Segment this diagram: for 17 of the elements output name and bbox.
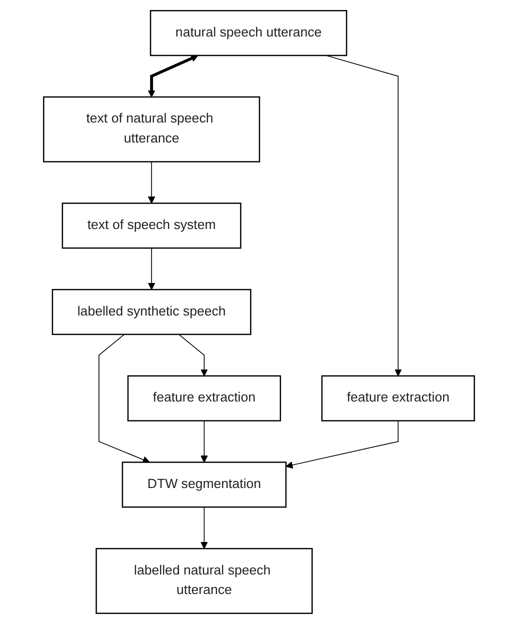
arrow (286, 420, 399, 469)
node-box: text of natural speech utterance (43, 96, 260, 162)
arrow (200, 420, 208, 463)
arrow (148, 54, 198, 98)
node-box: feature extraction (321, 375, 475, 422)
node-box: DTW segmentation (122, 462, 287, 508)
node-box: text of speech system (62, 202, 242, 249)
arrow (326, 55, 402, 376)
node-box: feature extraction (127, 375, 282, 422)
node-box: labelled synthetic speech (52, 288, 252, 336)
arrow (148, 248, 156, 290)
arrow (178, 334, 208, 376)
node-box: natural speech utterance (150, 10, 348, 56)
arrow (148, 161, 156, 204)
node-box: labelled natural speech utterance (96, 548, 313, 614)
arrow (98, 334, 150, 464)
arrow (200, 506, 208, 549)
